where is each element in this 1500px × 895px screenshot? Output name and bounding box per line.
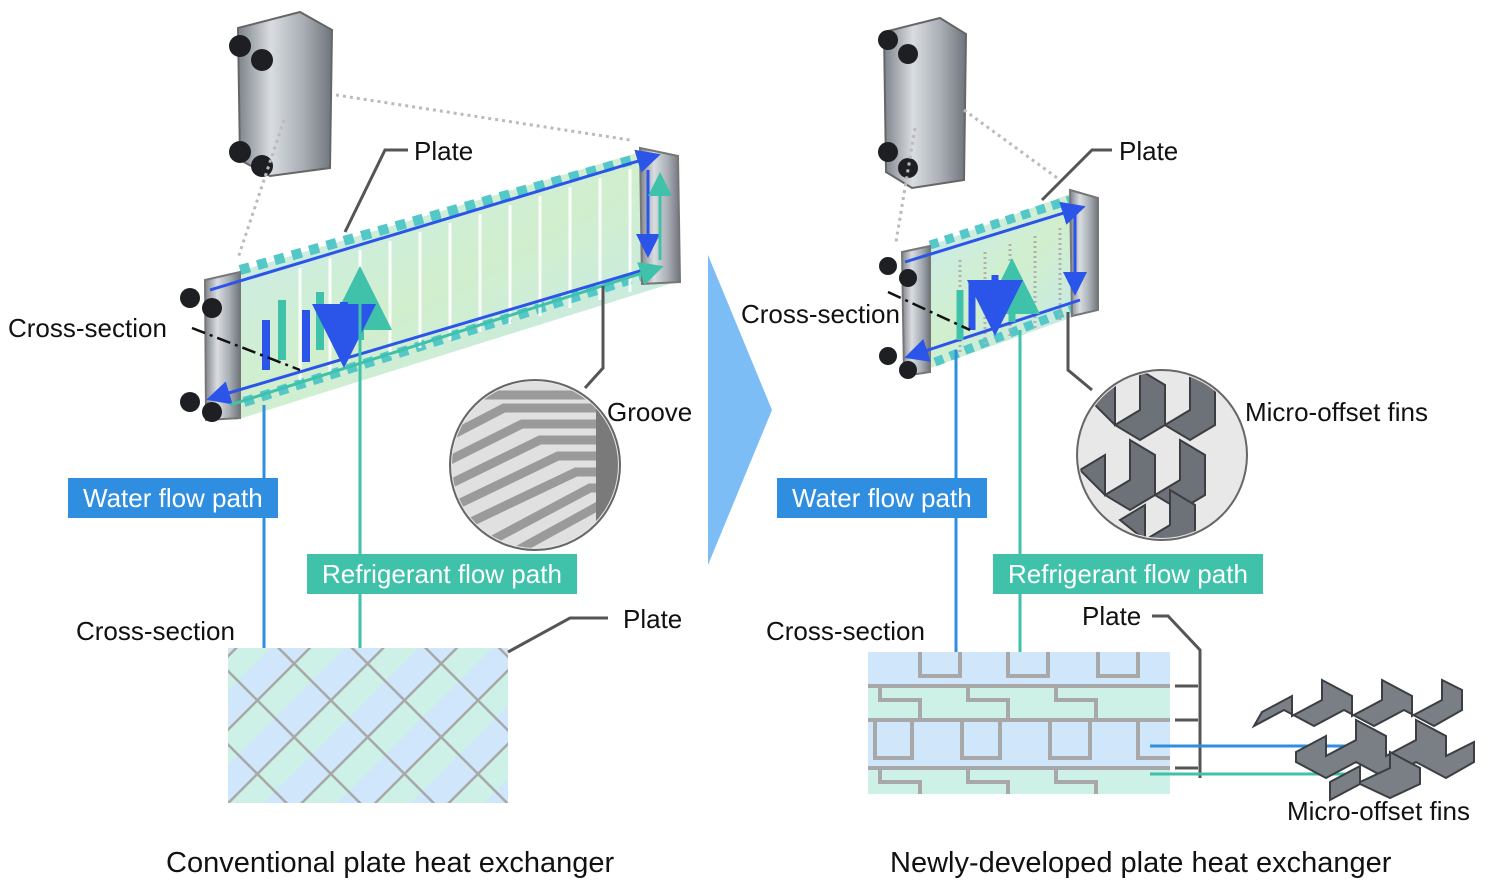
- groove-leader: [583, 286, 605, 390]
- cross-section-cut-line-right: [887, 290, 971, 332]
- fins-leader-right: [1066, 312, 1093, 392]
- transition-arrow: [708, 255, 772, 565]
- groove-magnifier: [449, 379, 621, 551]
- groove-label: Groove: [607, 397, 693, 427]
- caption-left: Conventional plate heat exchanger: [166, 847, 615, 879]
- cross-section-label-right: Cross-section: [741, 299, 900, 329]
- plate-stack-left: [180, 146, 682, 422]
- refrigerant-flow-tag-right: Refrigerant flow path: [993, 554, 1263, 594]
- fins-label-right-2: Micro-offset fins: [1287, 796, 1471, 826]
- plate-leader-right: [1040, 148, 1112, 202]
- plate-label-left-2: Plate: [623, 604, 683, 634]
- water-flow-tag-right: Water flow path: [777, 478, 987, 518]
- cross-section-grid-left: [228, 648, 508, 803]
- cross-section-label-right-2: Cross-section: [766, 616, 925, 646]
- fins-magnifier: [1076, 369, 1248, 541]
- plate-label-right-2: Plate: [1082, 601, 1142, 631]
- plate-label-left: Plate: [414, 136, 474, 166]
- cross-section-label-left-2: Cross-section: [76, 616, 235, 646]
- plate-leader-left-2: [507, 616, 608, 654]
- plate-brackets-right: [1152, 614, 1202, 778]
- micro-offset-fins-3d: [1251, 678, 1475, 802]
- plate-leader-left: [343, 148, 408, 233]
- fins-label-right: Micro-offset fins: [1245, 397, 1429, 427]
- caption-right: Newly-developed plate heat exchanger: [890, 847, 1392, 879]
- water-flow-tag-left: Water flow path: [68, 478, 278, 518]
- cross-section-fins-right: [868, 652, 1170, 794]
- compact-exchanger-icon-right: [878, 16, 968, 190]
- plate-label-right: Plate: [1119, 136, 1179, 166]
- refrigerant-flow-tag-left: Refrigerant flow path: [307, 554, 577, 594]
- plate-stack-right: [879, 188, 1099, 379]
- zoom-guide-lines-left: [236, 93, 631, 259]
- cross-section-cut-line-left: [191, 326, 301, 372]
- cross-section-label-left: Cross-section: [8, 313, 167, 343]
- compact-exchanger-icon-left: [229, 10, 334, 178]
- zoom-guide-lines-right: [894, 108, 1061, 243]
